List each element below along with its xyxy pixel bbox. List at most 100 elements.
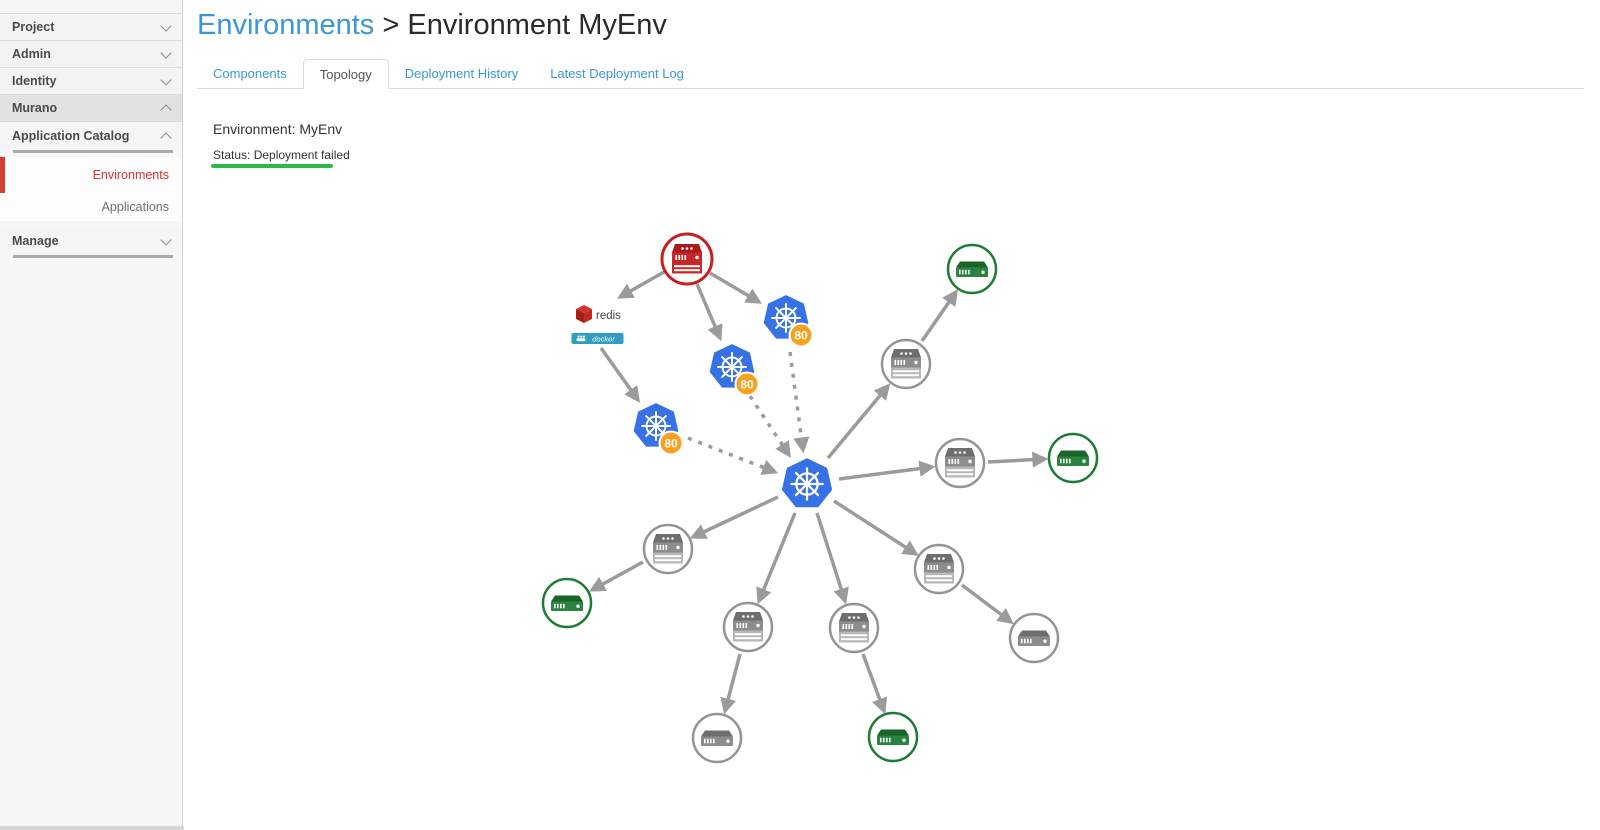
sidebar-item-label: Application Catalog: [12, 129, 130, 143]
sidebar-item-murano[interactable]: Murano: [0, 95, 182, 122]
chevron-down-icon: [160, 233, 172, 246]
sidebar-top-spacer: [0, 0, 182, 14]
server-icon: [877, 729, 909, 745]
sidebar-section-underline: [13, 255, 173, 258]
topology-edge: [720, 653, 742, 715]
topology-edge: [833, 499, 919, 556]
topology-node-instance-ready[interactable]: [541, 577, 593, 629]
sidebar-gap: [0, 221, 182, 227]
topology-edge: [709, 271, 763, 304]
sidebar-item-label: Environments: [92, 168, 169, 182]
tab-latest-deployment-log[interactable]: Latest Deployment Log: [550, 66, 684, 81]
status-progress-bar: [211, 164, 333, 168]
topology-node-kubernetes-master[interactable]: [779, 455, 835, 510]
sidebar-item-application-catalog[interactable]: Application Catalog: [0, 122, 182, 150]
topology-node-kubernetes-pod[interactable]: 80: [707, 341, 760, 397]
topology-edge: [920, 289, 958, 342]
topology-edge: [756, 512, 797, 605]
topology-node-application-failed[interactable]: [660, 232, 714, 286]
topology-node-instance-ready[interactable]: [946, 243, 998, 295]
topology-node-kubernetes-pod[interactable]: 80: [761, 292, 814, 348]
port-badge: 80: [658, 430, 684, 456]
topology-edge: [616, 270, 665, 299]
sidebar-item-label: Manage: [12, 234, 59, 248]
topology-node-instance-default[interactable]: [934, 437, 986, 489]
docker-whale-icon: [576, 335, 586, 342]
topology-edge: [599, 346, 641, 403]
topology-node-kubernetes-pod[interactable]: 80: [631, 400, 684, 456]
chevron-up-icon: [160, 104, 172, 116]
topology-node-instance-default[interactable]: [1008, 612, 1060, 664]
tab-topology[interactable]: Topology: [302, 59, 389, 89]
chevron-down-icon: [160, 73, 172, 86]
server-icon: [1057, 450, 1089, 466]
sidebar-item-applications[interactable]: Applications: [0, 193, 182, 221]
sidebar-item-environments[interactable]: Environments: [0, 157, 182, 193]
kubernetes-wheel-icon: [790, 467, 824, 501]
chevron-down-icon: [160, 19, 172, 32]
page-title: Environments > Environment MyEnv: [197, 8, 1600, 42]
topology-edge: [695, 283, 723, 342]
sidebar-item-label: Identity: [12, 74, 57, 88]
server-icon: [551, 595, 583, 611]
topology-edge: [987, 451, 1049, 468]
topology-node-instance-default[interactable]: [828, 602, 880, 654]
redis-label: redis: [596, 310, 621, 322]
server-icon: [891, 349, 921, 379]
topology-node-instance-default[interactable]: [880, 338, 932, 390]
sidebar-item-project[interactable]: Project: [0, 14, 182, 41]
sidebar-item-label: Murano: [12, 101, 58, 115]
topology-node-instance-ready[interactable]: [1047, 432, 1099, 484]
topology-node-instance-default[interactable]: [642, 523, 694, 575]
environment-name: Environment: MyEnv: [213, 121, 343, 137]
sidebar-item-admin[interactable]: Admin: [0, 41, 182, 68]
tab-deployment-history[interactable]: Deployment History: [404, 66, 519, 81]
topology-edge-dashed: [788, 351, 810, 454]
chevron-up-icon: [160, 132, 172, 144]
server-icon: [733, 612, 763, 642]
topology-edge-dashed: [748, 395, 791, 458]
sidebar-filler: [0, 262, 182, 822]
content-area: Environments > Environment MyEnv Compone…: [184, 0, 1600, 168]
topology-node-instance-default[interactable]: [691, 712, 743, 764]
environment-status: Status: Deployment failed: [213, 148, 350, 162]
server-icon: [1018, 630, 1050, 646]
sidebar-item-identity[interactable]: Identity: [0, 68, 182, 95]
topology-edge: [960, 583, 1014, 625]
chevron-down-icon: [160, 46, 172, 59]
topology-node-instance-ready[interactable]: [867, 711, 919, 763]
tab-bar: Components Topology Deployment History L…: [197, 59, 1584, 89]
port-badge: 80: [788, 322, 814, 348]
topology-edge-dashed: [687, 436, 779, 475]
server-icon: [924, 554, 954, 584]
topology-edge: [838, 460, 936, 481]
server-icon: [672, 244, 702, 274]
server-icon: [839, 613, 869, 643]
svg-text:80: 80: [664, 436, 678, 450]
docker-label: docker: [592, 334, 615, 343]
topology-edge: [826, 383, 891, 460]
topology-edge: [588, 560, 644, 592]
topology-edge: [861, 653, 888, 715]
redis-icon: [576, 305, 592, 323]
sidebar-item-label: Project: [12, 20, 55, 34]
topology-edge: [815, 512, 849, 605]
sidebar-item-label: Applications: [101, 200, 169, 214]
sidebar: Project Admin Identity Murano Applicatio…: [0, 0, 183, 826]
topology-node-instance-default[interactable]: [913, 543, 965, 595]
server-icon: [653, 534, 683, 564]
topology-edge: [689, 495, 779, 539]
breadcrumb-environments-link[interactable]: Environments: [197, 9, 375, 41]
kubernetes-wheel-icon: [771, 303, 801, 333]
topology-node-instance-default[interactable]: [722, 601, 774, 653]
sidebar-item-label: Admin: [12, 47, 51, 61]
server-icon: [945, 448, 975, 478]
tab-components[interactable]: Components: [213, 66, 287, 81]
sidebar-bottom-strip: [0, 826, 184, 830]
port-badge: 80: [734, 371, 760, 397]
topology-node-redis-docker-label[interactable]: redis docker: [571, 305, 624, 344]
svg-text:80: 80: [740, 377, 754, 391]
sidebar-item-manage[interactable]: Manage: [0, 227, 182, 255]
server-icon: [701, 730, 733, 746]
